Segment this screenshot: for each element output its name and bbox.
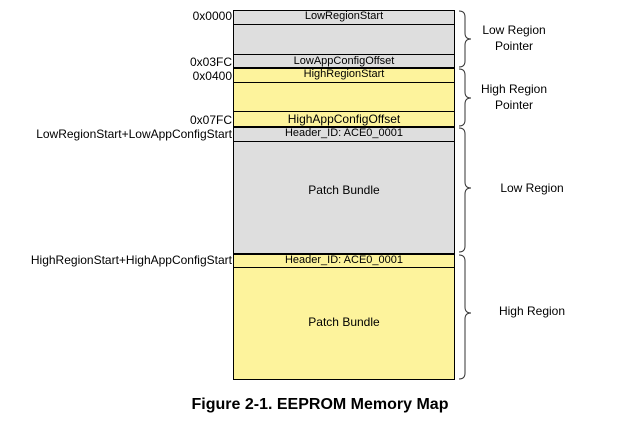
figure-caption: Figure 2-1. EEPROM Memory Map	[191, 396, 449, 413]
low-region-block	[233, 127, 455, 254]
low-region-start-label: LowRegionStart	[304, 10, 384, 22]
pointer-region-divider	[233, 126, 455, 128]
low-header-divider	[233, 141, 455, 142]
high-region-pointer-label: High Region Pointer	[480, 82, 548, 112]
memory-top-line	[233, 10, 455, 11]
high-region-brace	[458, 254, 472, 380]
low-app-config-offset-label: LowAppConfigOffset	[293, 55, 395, 67]
low-region-start-divider	[233, 24, 455, 25]
memory-bottom-line	[233, 379, 455, 380]
address-0x0400: 0x0400	[192, 69, 232, 83]
address-0x03fc: 0x03FC	[189, 55, 232, 69]
address-0x0000: 0x0000	[192, 9, 232, 23]
low-region-pointer-block	[233, 10, 455, 68]
address-low-region-start: LowRegionStart+LowAppConfigStart	[36, 127, 232, 141]
high-region-start-divider	[233, 82, 455, 83]
low-high-region-divider	[233, 253, 455, 255]
low-high-pointer-divider	[233, 67, 455, 69]
high-header-id-label: Header_ID: ACE0_0001	[284, 254, 404, 266]
high-app-config-offset-label: HighAppConfigOffset	[287, 112, 401, 126]
high-region-block	[233, 254, 455, 380]
high-header-divider	[233, 267, 455, 268]
low-region-label: Low Region	[500, 181, 564, 195]
high-region-start-label: HighRegionStart	[303, 68, 385, 80]
low-app-config-offset-divider	[233, 54, 455, 55]
low-patch-bundle-label: Patch Bundle	[308, 183, 380, 197]
high-region-label: High Region	[498, 304, 566, 318]
high-app-config-offset-divider	[233, 111, 455, 112]
high-patch-bundle-label: Patch Bundle	[308, 315, 380, 329]
high-region-pointer-block	[233, 68, 455, 127]
address-0x07fc: 0x07FC	[189, 113, 232, 127]
low-header-id-label: Header_ID: ACE0_0001	[284, 127, 404, 139]
address-high-region-start: HighRegionStart+HighAppConfigStart	[30, 253, 232, 267]
low-region-pointer-label: Low Region Pointer	[482, 23, 546, 53]
low-region-brace	[458, 127, 472, 253]
